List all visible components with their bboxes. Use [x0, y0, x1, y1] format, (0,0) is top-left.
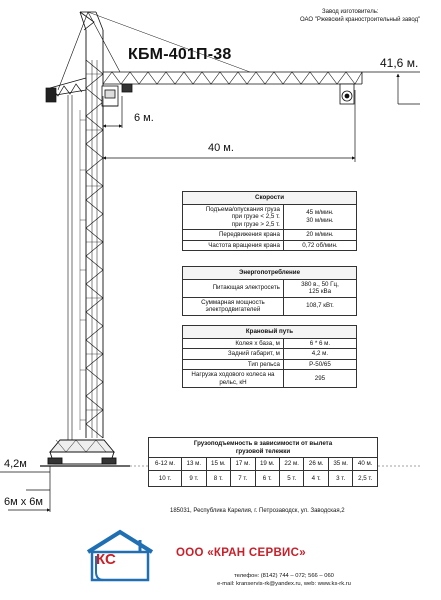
speed-value: 45 м/мин. 30 м/мин.	[282, 203, 358, 230]
counter-jib	[45, 77, 87, 103]
max-reach-label: 40 м.	[208, 142, 234, 154]
table-row: Тип рельса Р-50/65	[182, 358, 358, 370]
table-row: Питающая электросеть 380 в., 50 Гц, 125 …	[182, 278, 358, 298]
logo-letters: КС	[96, 551, 116, 568]
power-value: 380 в., 50 Гц, 125 кВа	[282, 278, 358, 298]
capacity-row: 10 т. 9 т. 8 т. 7 т. 6 т. 5 т. 4 т. 3 т.…	[147, 469, 378, 487]
tower-mast	[85, 30, 104, 439]
capacity-cell: 6 т.	[254, 469, 280, 487]
track-value: 295	[282, 369, 358, 388]
table-row: Суммарная мощность электродвигателей 108…	[182, 296, 358, 316]
speeds-table: Скорости Подъема/опускания груза при гру…	[182, 191, 358, 251]
reach-cell: 22 м.	[278, 457, 305, 471]
company-logo	[86, 529, 154, 582]
jib	[102, 71, 363, 105]
power-value: 108,7 кВт.	[282, 296, 358, 316]
track-label: Нагрузка ходового колеса на рельс, кН	[182, 369, 284, 388]
capacity-cell: 5 т.	[278, 469, 305, 487]
reach-cell: 19 м.	[254, 457, 280, 471]
table-row: Подъема/опускания груза при грузе < 2,5 …	[182, 203, 358, 230]
reach-cell: 26 м.	[303, 457, 329, 471]
speed-value: 20 м/мин.	[282, 229, 358, 241]
reach-cell: 13 м.	[181, 457, 207, 471]
table-row: Частота вращения крана 0,72 об/мин.	[182, 239, 358, 251]
power-label: Суммарная мощность электродвигателей	[182, 296, 284, 316]
company-brand: ООО «КРАН СЕРВИС»	[176, 547, 306, 559]
ladder	[79, 110, 86, 430]
reach-cell: 40 м.	[352, 457, 378, 471]
power-title: Энергопотребление	[182, 266, 357, 280]
table-row: Нагрузка ходового колеса на рельс, кН 29…	[182, 369, 358, 388]
reach-row: 6-12 м. 13 м. 15 м. 17 м. 19 м. 22 м. 26…	[147, 457, 378, 471]
company-contacts: телефон: (8142) 744 – 072; 566 – 060 e-m…	[184, 573, 384, 588]
company-phone: телефон: (8142) 744 – 072; 566 – 060	[234, 573, 334, 579]
base-dimensions	[0, 466, 51, 512]
speeds-title: Скорости	[182, 191, 357, 205]
capacity-cell: 10 т.	[147, 469, 183, 487]
track-value: 6 * 6 м.	[282, 337, 358, 349]
capacity-cell: 2,5 т.	[352, 469, 378, 487]
reach-cell: 15 м.	[205, 457, 232, 471]
capacity-cell: 8 т.	[205, 469, 232, 487]
track-value: 4,2 м.	[282, 348, 358, 360]
capacity-cell: 3 т.	[327, 469, 354, 487]
track-label: Тип рельса	[182, 358, 284, 370]
track-title: Крановый путь	[182, 325, 357, 339]
manufacturer-name: ОАО "Ржевский краностроительный завод"	[300, 17, 421, 23]
speed-label: Подъема/опускания груза при грузе < 2,5 …	[182, 203, 284, 230]
company-address: 185031, Республика Карелия, г. Петрозаво…	[170, 508, 345, 514]
company-email-web: e-mail: kranservis-rk@yandex.ru, web: ww…	[217, 580, 351, 587]
min-reach-dimension	[102, 96, 123, 128]
model-title: КБМ-401П-38	[128, 46, 232, 63]
table-row: Передвижения крана 20 м/мин.	[182, 229, 358, 241]
capacity-cell: 4 т.	[303, 469, 329, 487]
base-label: 6м х 6м	[4, 496, 43, 508]
capacity-cell: 9 т.	[181, 469, 207, 487]
table-row: Задний габарит, м 4,2 м.	[182, 348, 358, 360]
power-table: Энергопотребление Питающая электросеть 3…	[182, 266, 358, 316]
speed-value: 0,72 об/мин.	[282, 239, 358, 251]
load-capacity-table: Грузоподъемность в зависимости от вылета…	[147, 437, 378, 487]
speed-label: Частота вращения крана	[182, 239, 284, 251]
track-value: Р-50/65	[282, 358, 358, 370]
power-label: Питающая электросеть	[182, 278, 284, 298]
hoist-cable	[67, 95, 73, 440]
capacity-cell: 7 т.	[230, 469, 256, 487]
operator-cabin	[101, 85, 119, 107]
tower-head	[57, 11, 251, 91]
min-reach-label: 6 м.	[134, 112, 154, 124]
table-row: Колея х база, м 6 * 6 м.	[182, 337, 358, 349]
height-label: 41,6 м.	[380, 56, 419, 70]
portal-base	[40, 439, 130, 467]
load-table-title: Грузоподъемность в зависимости от вылета…	[148, 437, 378, 458]
track-table: Крановый путь Колея х база, м 6 * 6 м. З…	[182, 325, 358, 388]
tail-label: 4,2м	[4, 458, 27, 470]
speed-label: Передвижения крана	[182, 229, 284, 241]
manufacturer-label: Завод изготовитель:	[322, 9, 379, 15]
track-label: Колея х база, м	[182, 337, 284, 349]
track-label: Задний габарит, м	[182, 348, 284, 360]
max-reach-dimension	[102, 90, 356, 162]
reach-cell: 6-12 м.	[147, 457, 183, 471]
manufacturer-info: Завод изготовитель: ОАО "Ржевский кранос…	[300, 8, 438, 24]
reach-cell: 35 м.	[327, 457, 354, 471]
reach-cell: 17 м.	[230, 457, 256, 471]
